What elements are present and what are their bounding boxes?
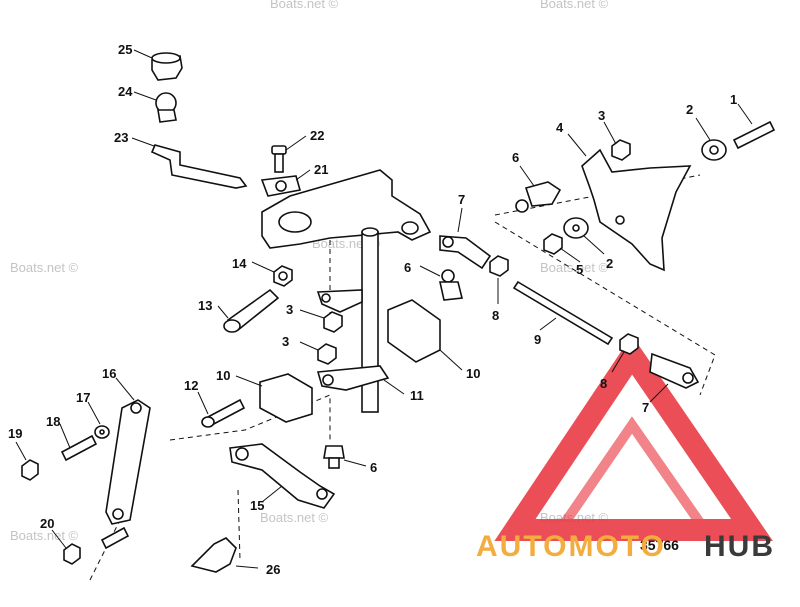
part-10-block-lower <box>235 373 313 423</box>
part-13-screw <box>217 288 280 333</box>
callout-12: 12 <box>184 378 198 393</box>
part-18-stud <box>59 423 98 462</box>
callout-5: 5 <box>576 262 583 277</box>
callout-3: 3 <box>282 334 289 349</box>
callout-3: 3 <box>286 302 293 317</box>
brand-logo-icon <box>494 335 773 541</box>
callout-10: 10 <box>466 366 480 381</box>
part-24-ball-joint <box>133 91 177 123</box>
part-3-nut-b <box>299 341 337 365</box>
callout-7: 7 <box>642 400 649 415</box>
part-6-swivel-upper <box>515 165 562 213</box>
callout-18: 18 <box>46 414 60 429</box>
callout-10: 10 <box>216 368 230 383</box>
callout-7: 7 <box>458 192 465 207</box>
part-12-bolt <box>197 391 246 428</box>
part-3-nut-c <box>603 121 631 161</box>
part-8-nut-lower <box>611 333 639 373</box>
part-2-washer-upper <box>695 117 727 161</box>
callout-8: 8 <box>600 376 607 391</box>
part-7-rod-end-upper <box>439 207 492 270</box>
part-20-nut <box>51 529 81 565</box>
callout-6: 6 <box>512 150 519 165</box>
part-21-clip <box>260 169 311 197</box>
callout-19: 19 <box>8 426 22 441</box>
part-pivot-bolt <box>100 526 130 550</box>
part-19-nut <box>15 441 39 481</box>
watermark-top: Boats.net © <box>270 0 339 11</box>
part-5-nut <box>543 233 581 263</box>
part-17-washer <box>87 401 110 439</box>
part-14-nut <box>251 261 293 287</box>
callout-25: 25 <box>118 42 132 57</box>
callout-24: 24 <box>118 84 133 99</box>
brand-name-part2: HUB <box>704 530 775 563</box>
callout-16: 16 <box>102 366 116 381</box>
callout-3: 3 <box>598 108 605 123</box>
part-23-rod <box>131 137 248 189</box>
callout-6: 6 <box>404 260 411 275</box>
part-6-swivel-lower <box>323 445 367 469</box>
callout-20: 20 <box>40 516 54 531</box>
part-upper-shift-lever <box>261 169 432 249</box>
part-15-linkage <box>229 443 336 509</box>
figure-number: 35766 <box>640 537 679 553</box>
part-4-bracket <box>567 133 692 272</box>
watermark-group: Boats.net © Boats.net © Boats.net © Boat… <box>10 0 609 543</box>
callout-22: 22 <box>310 128 324 143</box>
watermark-top-right: Boats.net © <box>540 0 609 11</box>
callout-17: 17 <box>76 390 90 405</box>
callout-26: 26 <box>266 562 280 577</box>
callout-23: 23 <box>114 130 128 145</box>
part-7-rod-end-lower <box>649 352 700 403</box>
part-2-washer-lower <box>563 217 605 255</box>
part-10-block-upper <box>387 299 463 371</box>
watermark-bottom-left: Boats.net © <box>10 528 79 543</box>
part-8-nut-upper <box>489 255 509 304</box>
callout-2: 2 <box>606 256 613 271</box>
part-9-threaded-rod <box>512 280 614 346</box>
callout-15: 15 <box>250 498 264 513</box>
callout-1: 1 <box>730 92 737 107</box>
part-22-pin <box>271 135 307 173</box>
part-shaft-assembly <box>316 227 390 413</box>
part-3-nut-a <box>299 309 343 333</box>
watermark-left: Boats.net © <box>10 260 79 275</box>
callout-2: 2 <box>686 102 693 117</box>
part-6-swivel-middle <box>419 265 463 301</box>
part-1-bolt <box>732 103 776 150</box>
callout-9: 9 <box>534 332 541 347</box>
callout-13: 13 <box>198 298 212 313</box>
part-25-grommet <box>133 49 183 81</box>
part-16-link-plate <box>105 377 151 525</box>
callout-4: 4 <box>556 120 564 135</box>
callout-11: 11 <box>410 388 424 403</box>
part-11-lower-lever <box>383 379 405 395</box>
watermark-right: Boats.net © <box>540 260 609 275</box>
callout-8: 8 <box>492 308 499 323</box>
brand-name-part1: AUTOMOTO <box>476 530 666 563</box>
callout-6: 6 <box>370 460 377 475</box>
part-26-bracket <box>190 537 259 573</box>
watermark-bottom: Boats.net © <box>260 510 329 525</box>
callout-14: 14 <box>232 256 247 271</box>
callout-21: 21 <box>314 162 328 177</box>
